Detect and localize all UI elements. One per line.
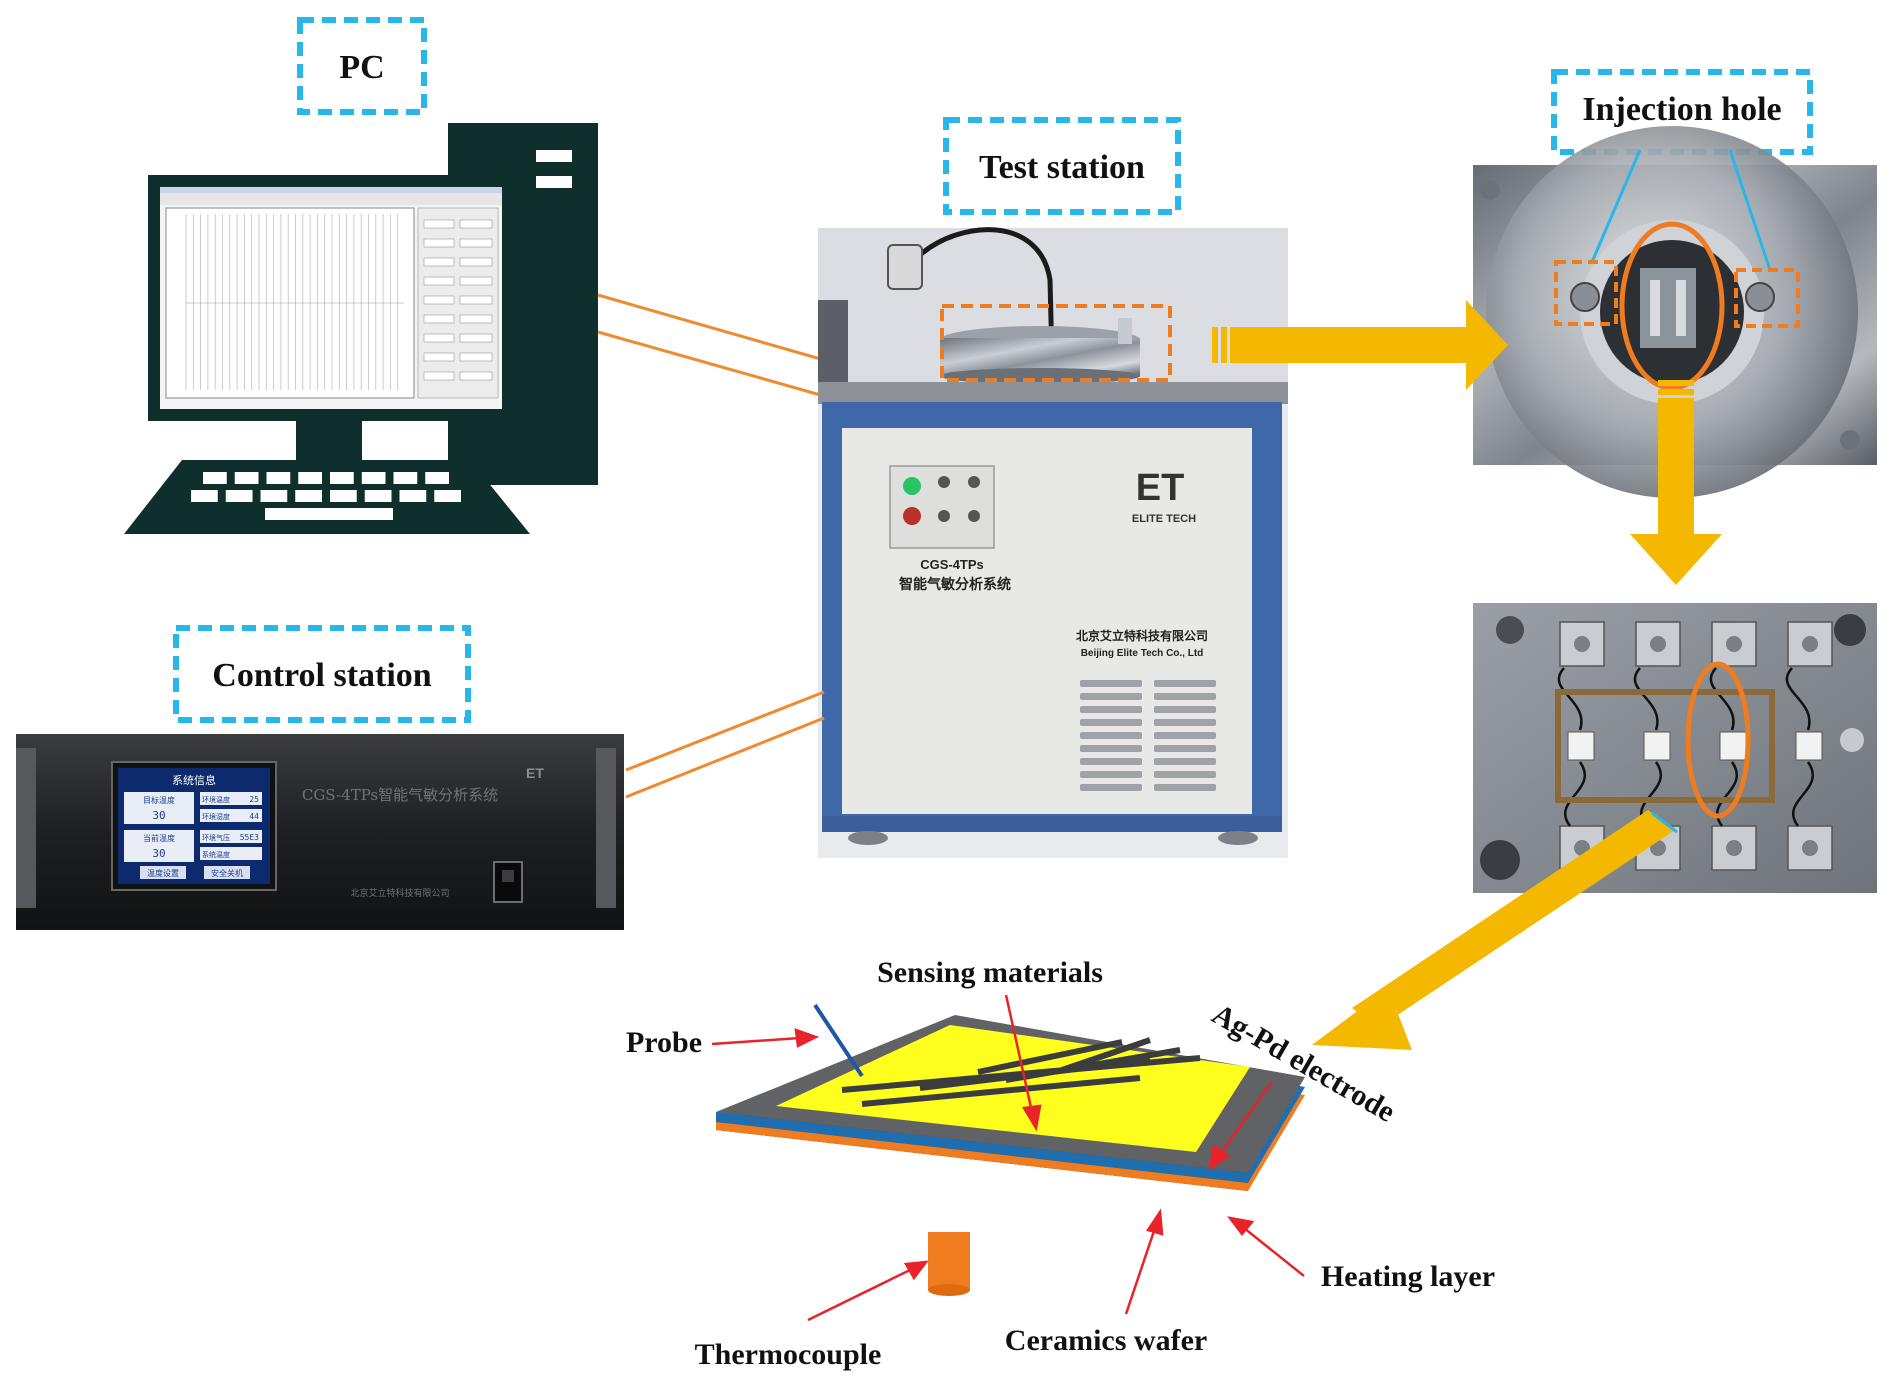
- shutdown-button[interactable]: [204, 866, 250, 879]
- window-titlebar: [160, 187, 502, 193]
- thermocouple-post: [928, 1232, 970, 1290]
- keyboard: [124, 460, 530, 534]
- probe-label: Probe: [626, 1026, 702, 1059]
- chamber-highlight: [940, 304, 1172, 382]
- stop-button: [903, 507, 921, 525]
- injection-hole-highlight-right: [1734, 268, 1800, 328]
- sidebar-widgets: [423, 219, 493, 381]
- drive-bay: [536, 176, 572, 188]
- control-station-photo: 系统信息 目标温度 30 当前温度 30 环境温度 25 环境湿度 44 环境气…: [16, 734, 624, 930]
- thermocouple-label: Thermocouple: [695, 1338, 882, 1371]
- vent-grille: [1080, 680, 1216, 791]
- sensor-sockets: [1557, 621, 1833, 871]
- control-station-company: 北京艾立特科技有限公司: [350, 887, 449, 899]
- test-station-label-box: Test station: [943, 117, 1181, 215]
- plot-gridlines: [185, 214, 399, 390]
- ceramics-wafer-label: Ceramics wafer: [1005, 1324, 1207, 1357]
- power-indicator: [903, 477, 921, 495]
- system-temp-label: 系统温度: [202, 850, 230, 859]
- callout-arrows: [711, 994, 1305, 1322]
- cable: [625, 716, 825, 799]
- target-temp-value: 30: [152, 809, 165, 822]
- sensing-materials-label: Sensing materials: [877, 956, 1103, 989]
- arrow-to-sensor: [1312, 810, 1678, 1050]
- current-temp-value: 30: [152, 847, 165, 860]
- control-station-label-box: Control station: [173, 625, 471, 723]
- monitor-stand: [296, 421, 362, 461]
- env-temp-value: 25: [249, 795, 259, 804]
- control-station-logo: ET: [526, 765, 544, 781]
- brand-logo-mark: ET: [1136, 467, 1185, 509]
- env-humidity-value: 44: [249, 812, 259, 821]
- heating-layer-label: Heating layer: [1321, 1260, 1495, 1293]
- cable: [625, 690, 825, 772]
- pc-illustration: [124, 123, 598, 534]
- sensor-highlight: [1685, 661, 1751, 819]
- company-en: Beijing Elite Tech Co., Ltd: [1081, 648, 1204, 659]
- temp-set-button[interactable]: [140, 866, 186, 879]
- pc-label-box: PC: [297, 17, 427, 115]
- test-station-photo: ET ELITE TECH CGS-4TPs 智能气敏分析系统 北京艾立特科技有…: [818, 227, 1288, 858]
- injection-hole-highlight-left: [1554, 260, 1618, 326]
- control-station-label: Control station: [212, 657, 432, 694]
- screen-title: 系统信息: [172, 773, 216, 787]
- injection-hole-label: Injection hole: [1582, 91, 1781, 128]
- probe: [813, 1003, 864, 1078]
- cable: [597, 330, 825, 398]
- env-temp-label: 环境温度: [202, 795, 230, 804]
- company-cn: 北京艾立特科技有限公司: [1076, 628, 1208, 643]
- device-model: CGS-4TPs: [920, 557, 984, 572]
- sensor-chamber-highlight: [1619, 221, 1725, 391]
- control-station-title: CGS-4TPs智能气敏分析系统: [302, 786, 498, 804]
- injection-hole-pointer: [1728, 149, 1772, 271]
- pc-label: PC: [339, 49, 384, 86]
- sensor-schematic: [716, 1003, 1305, 1296]
- drive-bay: [536, 150, 572, 162]
- env-pressure-value: 55E3: [240, 833, 259, 842]
- arrow-to-board: [1630, 380, 1722, 585]
- arrow-to-chamber: [1212, 300, 1508, 390]
- device-system-name: 智能气敏分析系统: [898, 576, 1011, 592]
- test-station-label: Test station: [979, 149, 1145, 186]
- ag-pd-electrode: [841, 1037, 1201, 1107]
- cable: [597, 293, 825, 362]
- target-temp-label: 目标温度: [143, 795, 175, 805]
- brand-name: ELITE TECH: [1132, 513, 1196, 525]
- injection-hole-pointer: [1590, 149, 1642, 263]
- keyboard-keys: [191, 472, 461, 520]
- temp-set-button-label: 温度设置: [147, 868, 179, 878]
- env-pressure-label: 环境气压: [202, 833, 230, 842]
- shutdown-button-label: 安全关机: [211, 868, 243, 878]
- sensor-board-photo: [1473, 603, 1877, 893]
- window-toolbar: [160, 193, 502, 205]
- current-temp-label: 当前温度: [143, 833, 175, 843]
- env-humidity-label: 环境湿度: [202, 812, 230, 821]
